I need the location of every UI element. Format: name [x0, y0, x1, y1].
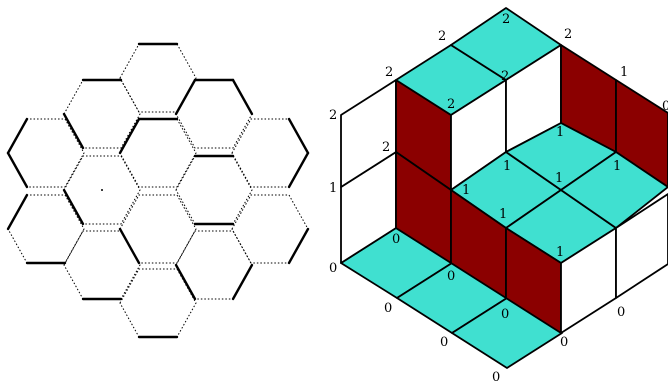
- dimer-edge: [287, 151, 310, 189]
- dimer-edge: [174, 263, 197, 301]
- wall-face: [615, 193, 668, 299]
- label-inner: 0: [447, 269, 455, 284]
- dimer-edge: [231, 78, 254, 116]
- dimer-edge: [6, 193, 29, 231]
- hex-solid-edges: [6, 42, 310, 339]
- label-left-1: 1: [329, 181, 337, 196]
- label-bottom-1: 0: [440, 335, 448, 350]
- label-inner: 0: [501, 307, 509, 322]
- label-top-2: 2: [502, 12, 510, 27]
- label-right-2: 0: [662, 99, 668, 114]
- hex-cell: [175, 230, 253, 300]
- label-inner: 1: [556, 245, 564, 260]
- label-inner: 1: [555, 171, 563, 186]
- label-inner: 2: [501, 69, 509, 84]
- label-left-0: 0: [329, 261, 337, 276]
- label-inner: 1: [462, 183, 470, 198]
- label-inner: 1: [499, 207, 507, 222]
- dimer-edge: [174, 78, 197, 116]
- dimer-edge: [6, 117, 29, 155]
- label-inner: 1: [556, 125, 564, 140]
- label-inner: 0: [617, 305, 625, 320]
- hex-cell: [119, 43, 197, 113]
- hexagon-tiling: [6, 42, 310, 339]
- dimer-edge: [287, 227, 310, 265]
- label-left-2: 2: [329, 108, 337, 123]
- hex-cell: [63, 230, 141, 300]
- label-top-0: 2: [385, 65, 393, 80]
- hex-dotted-grid: [7, 43, 309, 338]
- label-inner: 1: [503, 159, 511, 174]
- dimer-edge: [6, 151, 29, 189]
- thin-diagonal: [505, 151, 617, 229]
- dimer-edge: [118, 227, 141, 265]
- dimer-edge: [231, 263, 254, 301]
- height-labels: 0 1 2 2 2 2 2 1 0 0 0 0 0 2 2 2 1 1 1 1 …: [329, 12, 668, 383]
- label-top-1: 2: [438, 29, 446, 44]
- label-inner: 1: [613, 159, 621, 174]
- label-right-0: 2: [564, 27, 572, 42]
- dimer-edge: [62, 112, 85, 150]
- label-inner: 2: [447, 97, 455, 112]
- label-bottom-2: 0: [492, 370, 500, 383]
- label-bottom-0: 0: [384, 301, 392, 316]
- label-inner: 2: [382, 140, 390, 155]
- dimer-edge: [118, 117, 141, 155]
- label-bottom-3: 0: [560, 335, 568, 350]
- label-right-1: 1: [620, 65, 628, 80]
- label-inner: 0: [392, 232, 400, 247]
- lozenge-tiling: [340, 7, 668, 369]
- dimer-edge: [62, 188, 85, 226]
- dimer-edge: [287, 117, 310, 155]
- center-dot: [101, 189, 103, 191]
